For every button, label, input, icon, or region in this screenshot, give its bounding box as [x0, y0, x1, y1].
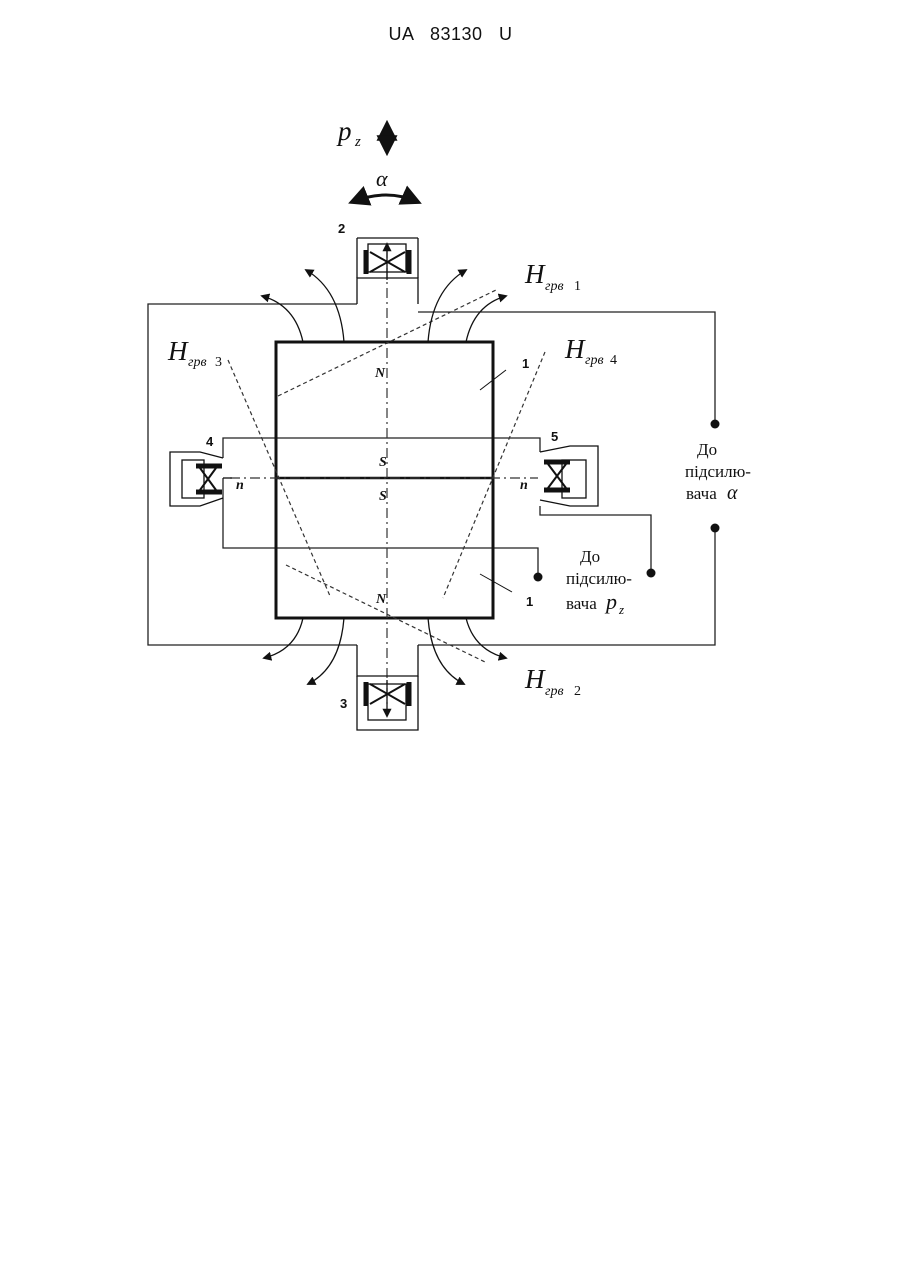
pz-label: p — [336, 116, 352, 146]
label-sensor-5: 5 — [551, 429, 558, 444]
flux-arrows-top — [262, 270, 506, 342]
amp-alpha-label: До підсилю- вача α — [685, 440, 751, 504]
svg-text:2: 2 — [574, 684, 581, 699]
label-magnet-upper: 1 — [522, 356, 529, 371]
svg-text:підсилю-: підсилю- — [566, 569, 632, 588]
field-label-4: H грв 4 — [564, 334, 617, 368]
terminal-pz-right — [647, 569, 656, 578]
svg-text:p: p — [604, 589, 617, 614]
field-label-1: H грв 1 — [524, 259, 581, 294]
magnet-assembly — [276, 342, 493, 618]
svg-text:H: H — [564, 334, 586, 364]
label-sensor-2: 2 — [338, 221, 345, 236]
axis-label-right: n — [520, 478, 528, 493]
svg-text:До: До — [697, 440, 717, 459]
leader-magnet-lower — [480, 574, 512, 592]
field-label-2: H грв 2 — [524, 664, 581, 699]
label-sensor-4: 4 — [206, 434, 214, 449]
pz-label-sub: z — [354, 134, 361, 150]
label-magnet-lower: 1 — [526, 594, 533, 609]
svg-text:грв: грв — [545, 684, 564, 699]
svg-text:вача: вача — [566, 594, 597, 613]
svg-text:До: До — [580, 547, 600, 566]
wiring-alpha — [148, 304, 715, 645]
terminal-alpha-bottom — [711, 524, 720, 533]
terminal-pz-left — [534, 573, 543, 582]
svg-text:H: H — [524, 259, 546, 289]
svg-text:вача: вача — [686, 484, 717, 503]
svg-text:грв: грв — [585, 353, 604, 368]
svg-text:грв: грв — [545, 279, 564, 294]
svg-text:α: α — [727, 482, 738, 504]
pole-top: N — [374, 366, 386, 381]
pole-bottom: N — [375, 592, 387, 607]
pole-upper-mid: S — [379, 455, 387, 470]
alpha-label: α — [376, 166, 388, 191]
terminal-alpha-top — [711, 420, 720, 429]
field-label-3: H грв 3 — [167, 336, 222, 370]
sensor-right — [540, 446, 598, 506]
axis-label-left: n — [236, 478, 244, 493]
svg-text:1: 1 — [574, 279, 581, 294]
svg-text:підсилю-: підсилю- — [685, 462, 751, 481]
amp-pz-label: До підсилю- вача p z — [566, 547, 632, 617]
alpha-rotation-arrow — [352, 195, 418, 202]
label-sensor-3: 3 — [340, 696, 347, 711]
svg-text:4: 4 — [610, 353, 617, 368]
svg-text:H: H — [524, 664, 546, 694]
flux-arrows-bottom — [264, 618, 506, 684]
svg-text:3: 3 — [215, 355, 222, 370]
svg-text:H: H — [167, 336, 189, 366]
pole-lower-mid: S — [379, 489, 387, 504]
svg-text:z: z — [618, 602, 624, 617]
svg-text:грв: грв — [188, 355, 207, 370]
